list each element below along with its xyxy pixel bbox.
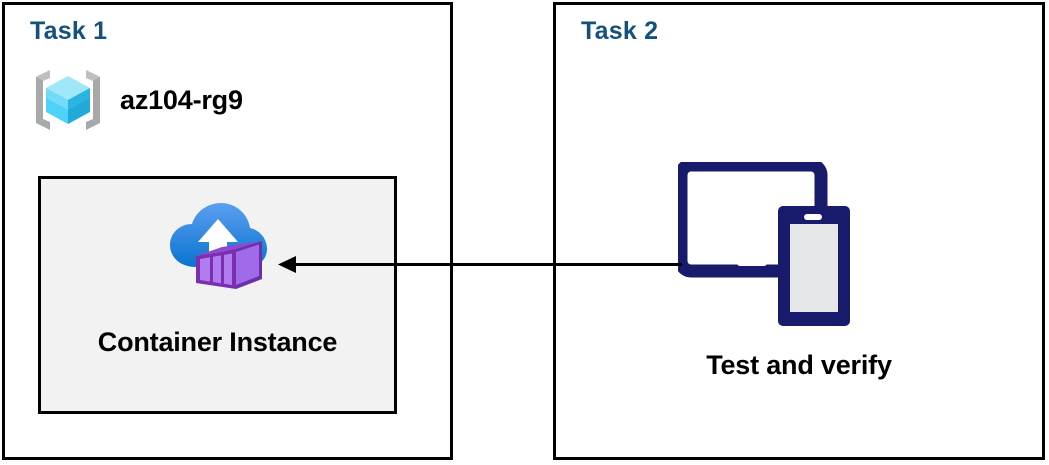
resource-group-label: az104-rg9 bbox=[120, 84, 243, 115]
container-instance-card: Container Instance bbox=[38, 176, 397, 414]
container-instance-label: Container Instance bbox=[97, 327, 338, 357]
task-2-title: Task 2 bbox=[581, 17, 659, 45]
task-1-title: Task 1 bbox=[30, 17, 108, 45]
test-and-verify-label: Test and verify bbox=[706, 350, 892, 380]
resource-group-icon bbox=[30, 62, 106, 138]
resource-group-row: az104-rg9 bbox=[30, 62, 243, 138]
